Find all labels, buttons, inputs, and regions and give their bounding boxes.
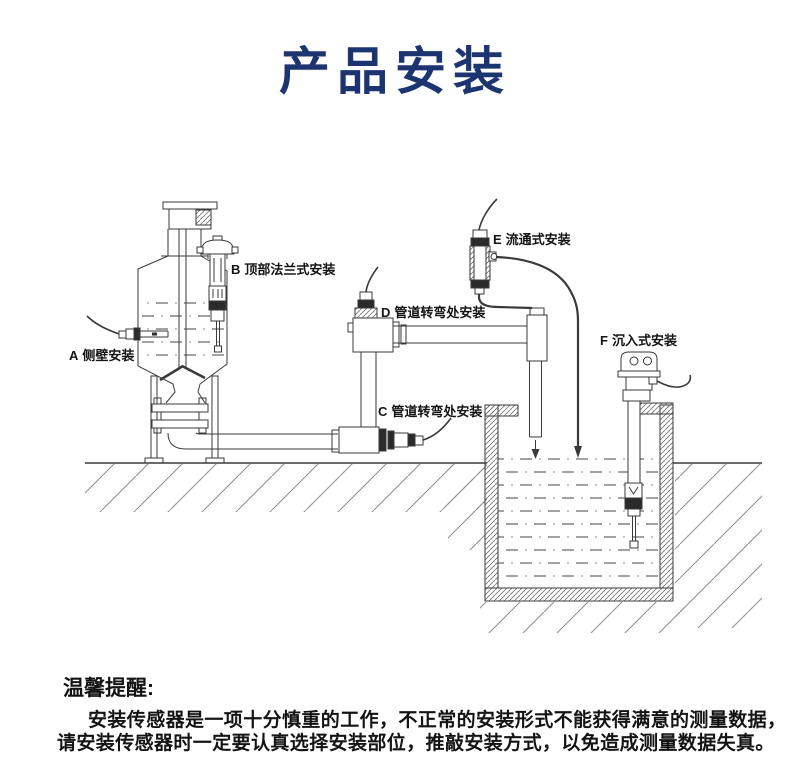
label-letter: C: [378, 404, 388, 419]
label-letter: B: [231, 262, 241, 277]
reactor-tank: [137, 201, 228, 464]
tube-to-tee: [477, 294, 533, 310]
flow-arrow: [574, 446, 582, 458]
notice-line-1: 安装传感器是一项十分慎重的工作，不正常的安装形式不能获得满意的测量数据，: [88, 710, 787, 731]
label-text: 沉入式安装: [611, 333, 677, 348]
label-text: 流通式安装: [505, 232, 571, 247]
tube-to-pit: [495, 255, 580, 446]
label-letter: E: [493, 232, 502, 247]
flow-arrow: [531, 449, 540, 459]
notice-heading: 温馨提醒:: [63, 677, 154, 700]
cable: [656, 374, 692, 388]
cable: [86, 315, 120, 335]
sensor-e: [469, 198, 582, 458]
sensor-c: [378, 417, 452, 452]
label-letter: F: [600, 333, 608, 348]
ground: [85, 462, 762, 633]
label-text: 管道转弯处安装: [391, 404, 483, 419]
pipe-network: [167, 307, 548, 459]
motor: [195, 209, 212, 226]
sensor-f: [617, 351, 692, 549]
sensor-b: [196, 235, 239, 353]
cable: [478, 198, 498, 231]
label-letter: D: [381, 305, 391, 320]
cable: [365, 266, 379, 293]
label-text: 顶部法兰式安装: [244, 262, 336, 277]
label-letter: A: [69, 348, 79, 363]
cable: [422, 417, 452, 441]
sensor-a: [86, 315, 169, 341]
sensor-d: [354, 266, 379, 319]
page-title: 产品安装: [278, 43, 511, 100]
label-text: 侧壁安装: [82, 348, 135, 363]
label-text: 管道转弯处安装: [394, 305, 486, 320]
notice-line-2: 请安装传感器时一定要认真选择安装部位，推敲安装方式，以免造成测量数据失真。: [57, 733, 775, 754]
